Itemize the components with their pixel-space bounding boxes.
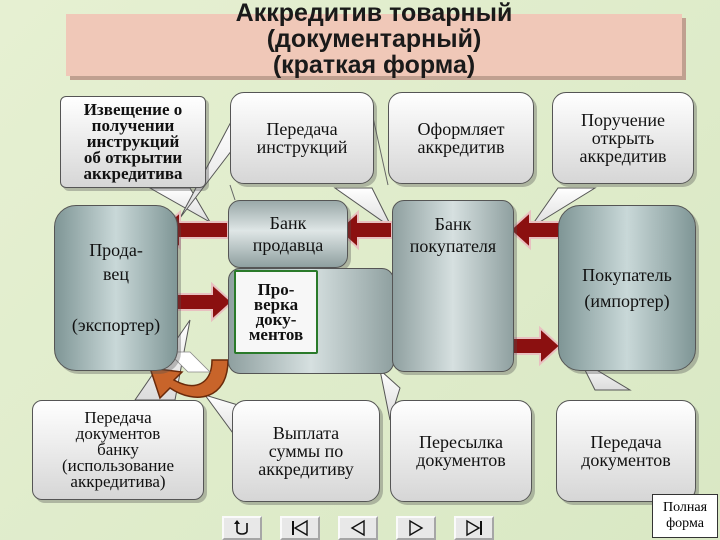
- last-slide-button[interactable]: [454, 516, 494, 540]
- issues-credit-line-2: аккредитив: [417, 137, 505, 157]
- first-slide-button[interactable]: [280, 516, 320, 540]
- bubble-order-open: Поручение открыть аккредитив: [552, 92, 694, 184]
- payment-line-2: суммы по: [268, 441, 344, 461]
- notice-line-5: аккредитива: [83, 164, 183, 183]
- arrow-buyerbank-to-buyer: [511, 325, 562, 367]
- transfer-instructions-line-1: Передача: [266, 119, 338, 139]
- check-line-4: ментов: [248, 325, 304, 344]
- docs-to-bank-line-3: банку: [97, 440, 139, 459]
- docs-to-bank-line-4: (использование: [61, 456, 175, 475]
- title-line-3: (краткая форма): [272, 51, 476, 79]
- bubble-transfer-instructions: Передача инструкций: [230, 92, 374, 184]
- transfer-docs-line-2: документов: [581, 450, 671, 470]
- bubble-forward-docs: Пересылка документов: [390, 400, 532, 502]
- next-slide-button[interactable]: [396, 516, 436, 540]
- docs-to-bank-line-2: документов: [75, 424, 161, 443]
- notice-line-2: получении: [91, 116, 175, 135]
- buyer-bank-line-1: Банк: [434, 214, 472, 234]
- forward-docs-line-1: Пересылка: [419, 432, 503, 452]
- title-plate: [66, 14, 682, 76]
- buyer-line-1: Покупатель: [582, 265, 672, 285]
- title-line-2: (документарный): [266, 25, 482, 53]
- forward-docs-line-2: документов: [416, 450, 506, 470]
- order-open-tail: [529, 187, 597, 229]
- notice-line-1: Извещение о: [83, 100, 183, 119]
- seller-bank: Банк продавца: [228, 200, 348, 268]
- transfer-instructions-line-2: инструкций: [256, 137, 348, 157]
- check-documents: Про- верка доку- ментов: [234, 270, 318, 354]
- seller-line-2: вец: [102, 263, 129, 284]
- issues-credit-tail: [333, 187, 393, 229]
- buyer-bank-line-2: покупателя: [409, 236, 497, 256]
- seller-role: (экспортер): [71, 314, 161, 335]
- order-open-line-2: открыть: [591, 128, 655, 148]
- check-line-2: верка: [253, 295, 299, 314]
- bubble-notice: Извещение о получении инструкций об откр…: [60, 96, 206, 188]
- payment-line-3: аккредитиву: [258, 459, 354, 479]
- buyer-role: (импортер): [584, 291, 670, 311]
- bubble-transfer-docs: Передача документов: [556, 400, 696, 502]
- seller-bank-line-1: Банк: [269, 213, 307, 233]
- party-seller: Прода- вец (экспортер): [54, 205, 178, 371]
- prev-slide-icon: [350, 519, 365, 537]
- order-open-line-1: Поручение: [580, 110, 666, 130]
- slide-title: Аккредитив товарный (документарный) (кра…: [60, 0, 688, 78]
- bubble-docs-to-bank: Передача документов банку (использование…: [32, 400, 204, 500]
- return-icon: [234, 520, 248, 535]
- slide-navigation: [210, 512, 510, 540]
- first-slide-icon: [292, 519, 308, 537]
- full-form-line-1: Полная: [662, 500, 708, 515]
- check-line-1: Про-: [257, 280, 295, 299]
- issues-credit-line-1: Оформляет: [417, 119, 505, 139]
- full-form-line-2: форма: [666, 516, 704, 531]
- seller-bank-line-2: продавца: [252, 235, 324, 255]
- connector-line-left: [229, 184, 236, 201]
- arrow-buyerbank-to-sellerbank: [336, 209, 393, 251]
- docs-to-bank-line-5: аккредитива): [70, 472, 166, 491]
- arrow-buyer-to-buyerbank: [508, 209, 561, 251]
- title-line-1: Аккредитив товарный: [235, 0, 513, 27]
- party-buyer: Покупатель (импортер): [558, 205, 696, 371]
- buyer-bank: Банк покупателя: [392, 200, 514, 372]
- bubble-payment: Выплата суммы по аккредитиву: [232, 400, 380, 502]
- transfer-docs-line-1: Передача: [590, 432, 662, 452]
- full-form-link[interactable]: Полная форма: [652, 494, 718, 538]
- order-open-line-3: аккредитив: [579, 146, 667, 166]
- last-slide-icon: [466, 519, 482, 537]
- docs-to-bank-line-1: Передача: [84, 408, 152, 427]
- notice-line-3: инструкций: [86, 132, 180, 151]
- bubble-issues-credit: Оформляет аккредитив: [388, 92, 534, 184]
- bubble-notice-text: Извещение о получении инструкций об откр…: [83, 100, 183, 183]
- diagonal-band: [167, 351, 211, 373]
- next-slide-icon: [409, 519, 424, 537]
- seller-line-1: Прода-: [89, 239, 143, 260]
- check-line-3: доку-: [255, 310, 297, 329]
- notice-line-4: об открытии: [83, 148, 183, 167]
- payment-line-1: Выплата: [272, 423, 340, 443]
- curved-return-arrow: [148, 359, 229, 400]
- prev-slide-button[interactable]: [338, 516, 378, 540]
- return-button[interactable]: [222, 516, 262, 540]
